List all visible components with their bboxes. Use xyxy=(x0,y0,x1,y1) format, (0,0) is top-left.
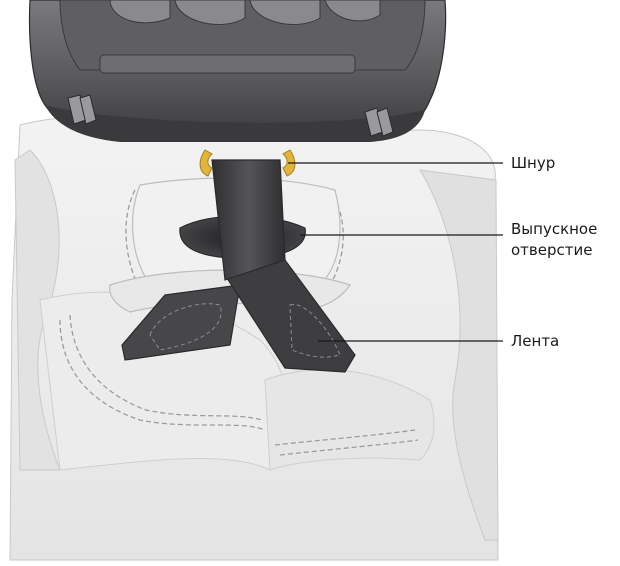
label-outlet: Выпускное отверстие xyxy=(511,219,597,261)
strap-vertical xyxy=(212,160,285,280)
housing-slot xyxy=(100,55,355,73)
label-outlet-line2: отверстие xyxy=(511,240,597,261)
label-cord: Шнур xyxy=(511,153,555,174)
label-strap: Лента xyxy=(511,331,559,352)
label-outlet-line1: Выпускное xyxy=(511,220,597,238)
